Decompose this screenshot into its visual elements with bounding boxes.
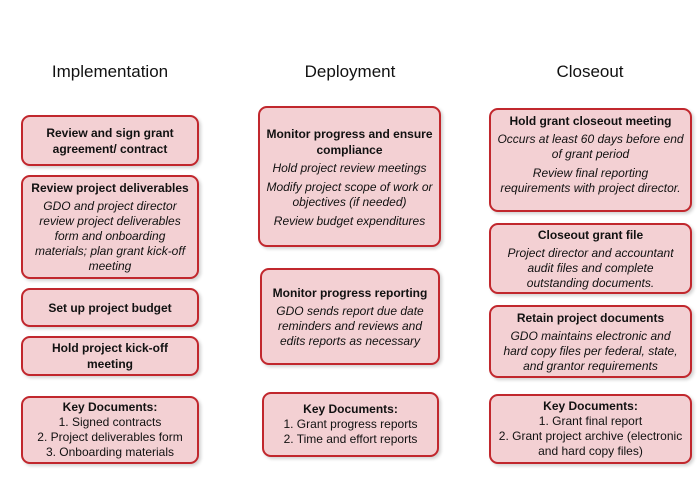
box-setup-budget: Set up project budget xyxy=(21,288,199,327)
box-detail: Review budget expenditures xyxy=(273,214,426,228)
box-kickoff-meeting: Hold project kick-off meeting xyxy=(21,336,199,376)
box-detail: Modify project scope of work or objectiv… xyxy=(266,180,433,209)
column-title-closeout: Closeout xyxy=(556,62,624,81)
box-detail: GDO sends report due date reminders and … xyxy=(276,303,424,348)
box-review-sign-agreement: Review and sign grant agreement/ contrac… xyxy=(21,115,199,166)
box-review-deliverables: Review project deliverables GDO and proj… xyxy=(21,175,199,279)
box-monitor-compliance: Monitor progress and ensure compliance H… xyxy=(258,106,441,247)
key-document-item: 1. Grant final report xyxy=(538,414,643,428)
box-detail: Review final reporting requirements with… xyxy=(500,166,681,195)
box-closeout-meeting: Hold grant closeout meeting Occurs at le… xyxy=(489,108,692,212)
key-documents-title: Key Documents: xyxy=(543,399,638,413)
box-closeout-file: Closeout grant file Project director and… xyxy=(489,223,692,294)
box-detail: Occurs at least 60 days before end of gr… xyxy=(497,132,684,161)
box-monitor-reporting: Monitor progress reporting GDO sends rep… xyxy=(260,268,440,365)
key-document-item: 2. Time and effort reports xyxy=(283,432,418,446)
key-document-item: 2. Project deliverables form xyxy=(37,430,183,444)
key-documents-implementation: Key Documents: 1. Signed contracts 2. Pr… xyxy=(21,396,199,464)
box-title: Monitor progress reporting xyxy=(272,285,428,300)
column-title-implementation: Implementation xyxy=(51,62,169,81)
key-document-item: 3. Onboarding materials xyxy=(45,445,175,459)
box-detail: Project director and accountant audit fi… xyxy=(507,245,674,290)
key-documents-deployment: Key Documents: 1. Grant progress reports… xyxy=(262,392,439,457)
key-document-item: 1. Signed contracts xyxy=(58,415,162,429)
box-title: Review project deliverables xyxy=(31,181,189,195)
box-title: Monitor progress and ensure compliance xyxy=(266,127,433,157)
box-detail: GDO maintains electronic and hard copy f… xyxy=(503,328,678,373)
box-title: Hold grant closeout meeting xyxy=(509,114,672,128)
box-title: Set up project budget xyxy=(48,300,172,315)
key-document-item: 1. Grant progress reports xyxy=(283,417,418,431)
box-title: Closeout grant file xyxy=(537,227,644,242)
key-document-item: 2. Grant project archive (electronic and… xyxy=(498,429,683,458)
box-title: Hold project kick-off meeting xyxy=(51,341,168,371)
box-retain-documents: Retain project documents GDO maintains e… xyxy=(489,305,692,378)
key-documents-title: Key Documents: xyxy=(62,400,158,414)
box-detail: GDO and project director review project … xyxy=(34,199,186,273)
box-title: Retain project documents xyxy=(516,310,665,325)
column-title-deployment: Deployment xyxy=(304,62,396,81)
box-title: Review and sign grant agreement/ contrac… xyxy=(46,125,174,156)
key-documents-title: Key Documents: xyxy=(303,402,398,416)
box-detail: Hold project review meetings xyxy=(272,161,427,175)
key-documents-closeout: Key Documents: 1. Grant final report 2. … xyxy=(489,394,692,464)
